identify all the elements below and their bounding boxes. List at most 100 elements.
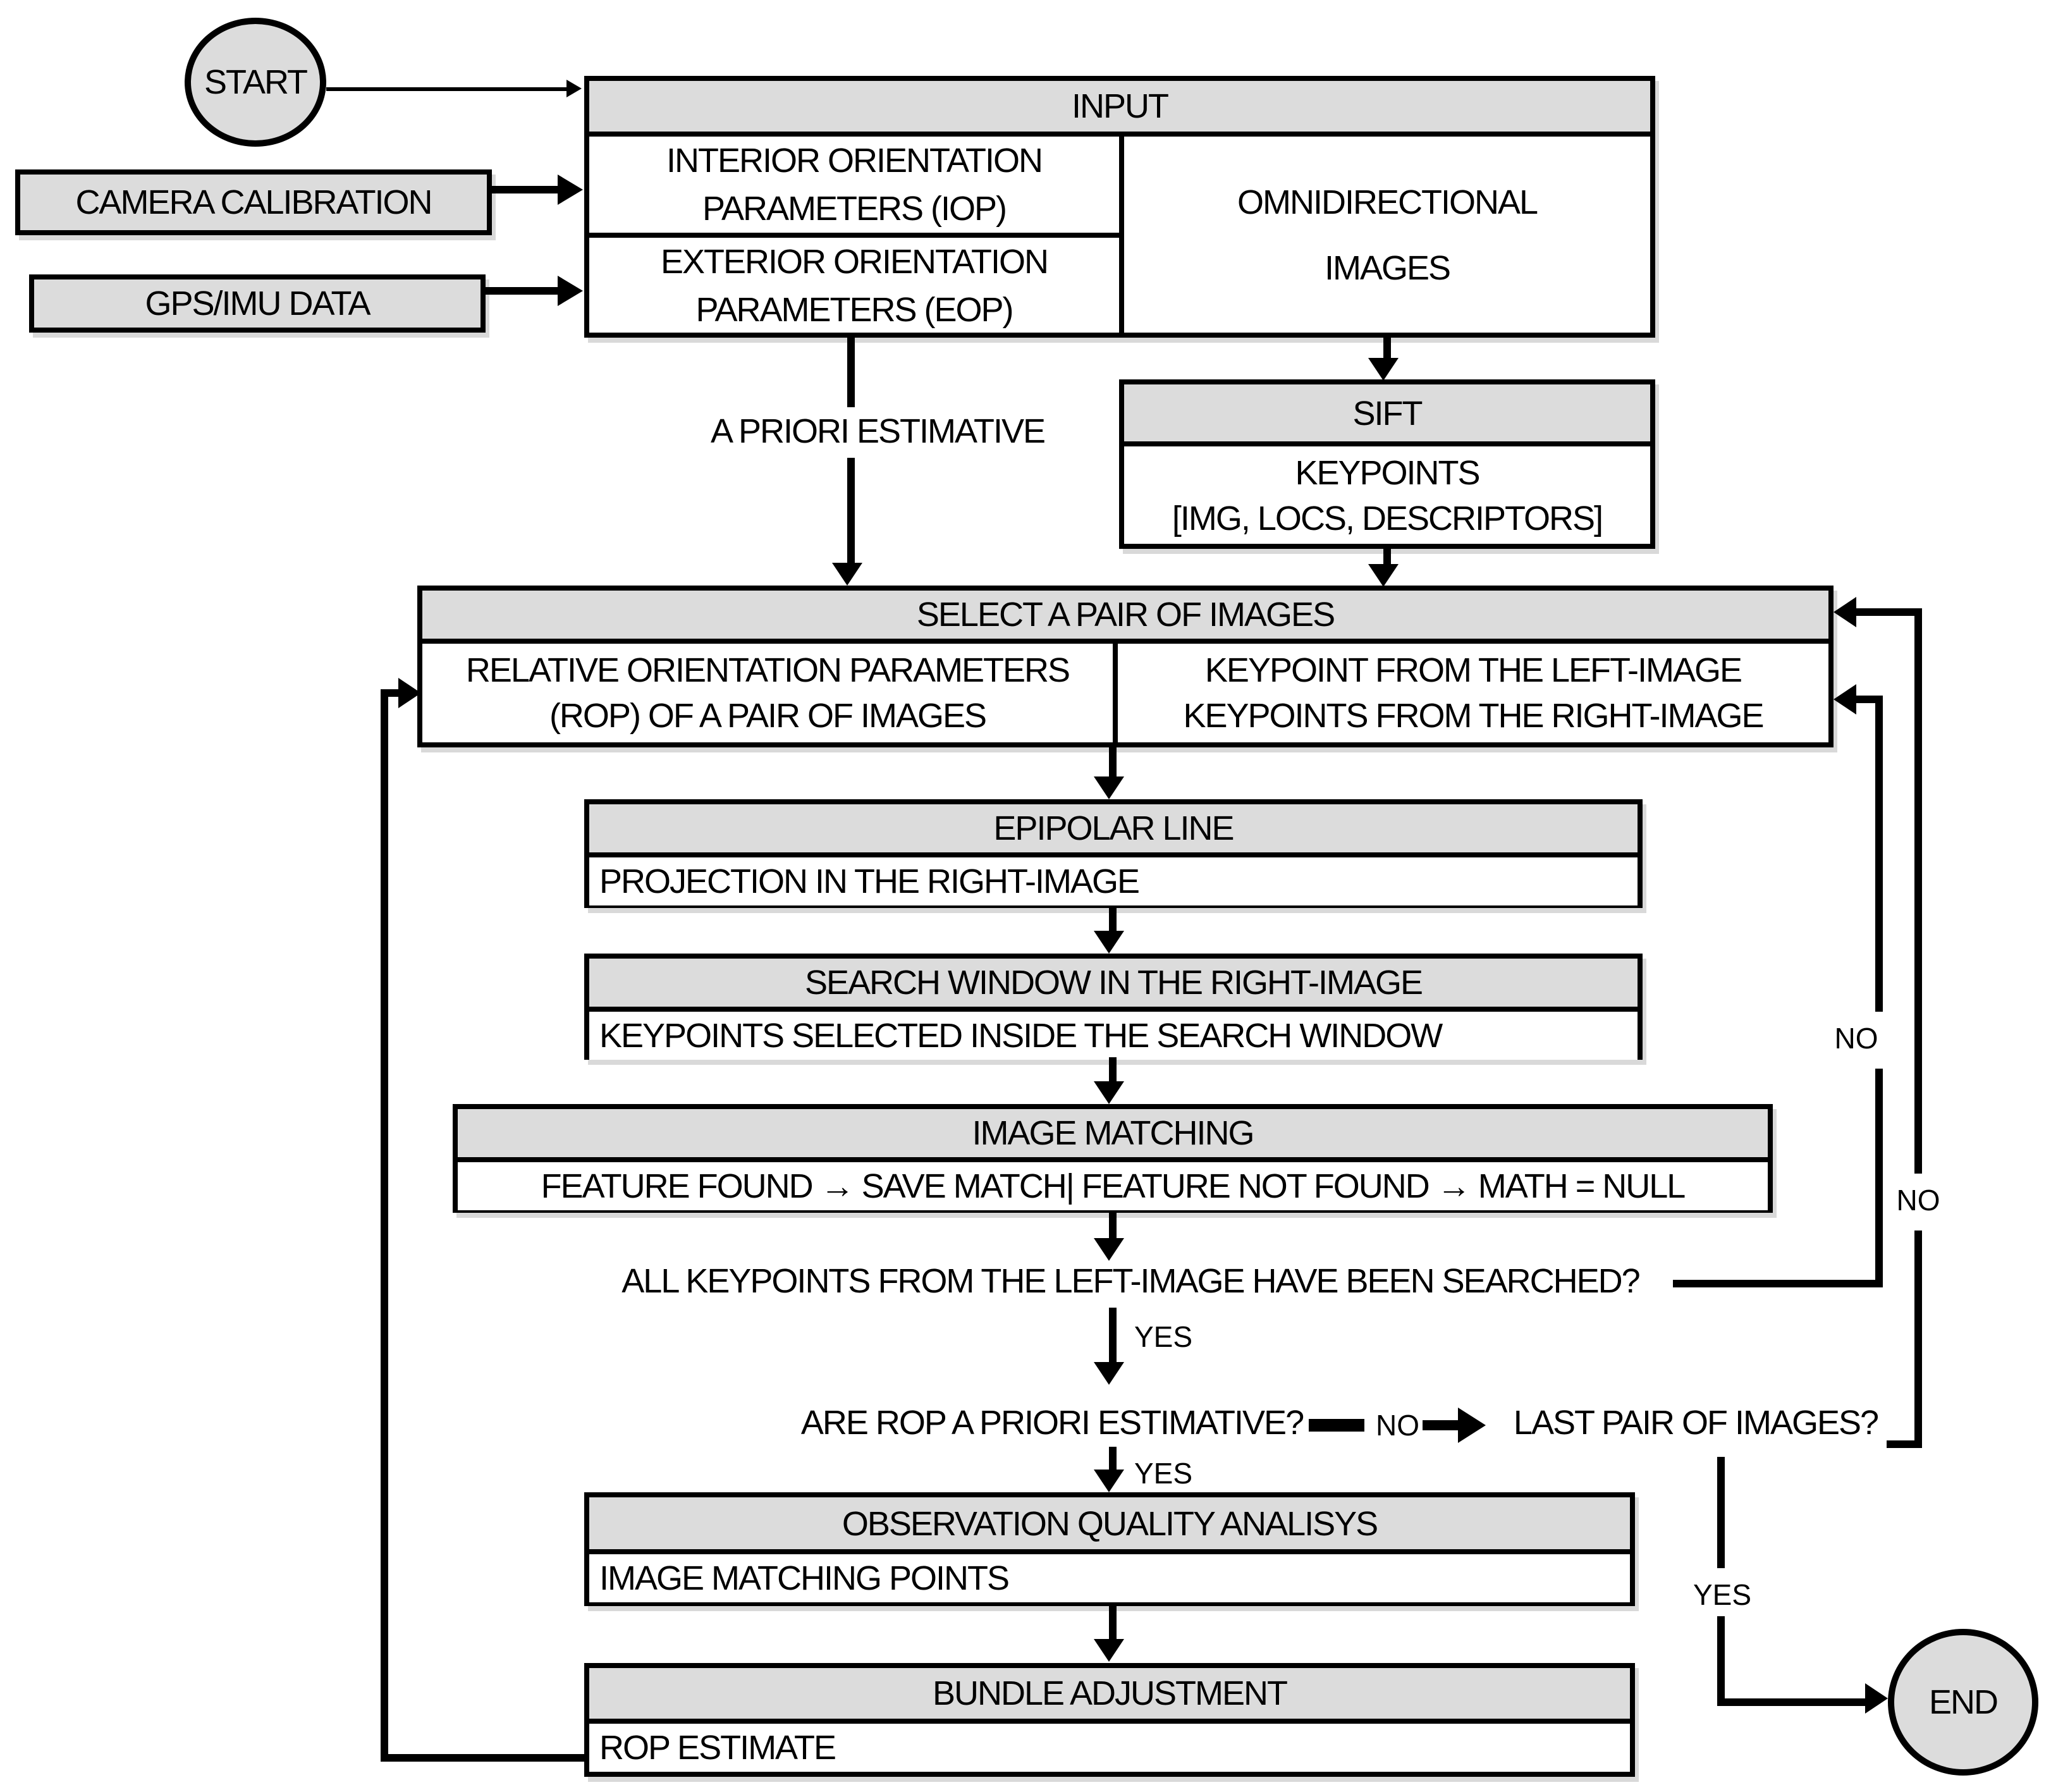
yes-label-1: YES <box>1129 1320 1198 1354</box>
camera-to-input-arrowhead-icon <box>558 175 583 205</box>
epipolar-body-label: PROJECTION IN THE RIGHT-IMAGE <box>599 862 1140 900</box>
image-matching-body: FEATURE FOUND → SAVE MATCH| FEATURE NOT … <box>458 1162 1768 1210</box>
omni-to-sift-arrowhead-icon <box>1368 358 1399 381</box>
epipolar-box: EPIPOLAR LINE PROJECTION IN THE RIGHT-IM… <box>584 799 1643 908</box>
feedback-arrowhead-icon <box>398 678 421 708</box>
eop-line2: PARAMETERS (EOP) <box>695 291 1013 329</box>
yes-label-3: YES <box>1677 1578 1768 1612</box>
bundle-adjustment-box: BUNDLE ADJUSTMENT ROP ESTIMATE <box>584 1663 1635 1777</box>
no-inner-bottom-line <box>1673 1280 1883 1287</box>
no-inline-arrow-line <box>1423 1420 1458 1430</box>
sift-to-select-line <box>1383 546 1391 567</box>
iop-line2: PARAMETERS (IOP) <box>702 190 1007 228</box>
camera-to-input-line <box>492 186 558 193</box>
sift-body-line2: [IMG, LOCS, DESCRIPTORS] <box>1172 499 1603 537</box>
input-box: INPUT INTERIOR ORIENTATION PARAMETERS (I… <box>584 76 1655 338</box>
question-last-pair-of-images: LAST PAIR OF IMAGES? <box>1513 1404 1879 1442</box>
keypoints-line1: KEYPOINT FROM THE LEFT-IMAGE <box>1204 651 1742 689</box>
bundle-adjustment-body: ROP ESTIMATE <box>589 1724 1630 1772</box>
start-to-input-line <box>326 87 566 91</box>
select-pair-box: SELECT A PAIR OF IMAGES RELATIVE ORIENTA… <box>417 586 1834 747</box>
feedback-bottom-line <box>381 1754 584 1762</box>
no-inner-top-line <box>1856 696 1883 703</box>
search-window-body: KEYPOINTS SELECTED INSIDE THE SEARCH WIN… <box>589 1012 1638 1060</box>
yes-label-2: YES <box>1129 1457 1198 1491</box>
search-window-header-label: SEARCH WINDOW IN THE RIGHT-IMAGE <box>804 964 1423 1002</box>
no-inner-arrowhead-icon <box>1834 684 1856 715</box>
camera-calibration-box: CAMERA CALIBRATION <box>15 169 492 235</box>
apriori-estimative-label: A PRIORI ESTIMATIVE <box>703 412 1052 451</box>
rop-line1: RELATIVE ORIENTATION PARAMETERS <box>465 651 1070 689</box>
yes3-horizontal-line <box>1717 1698 1865 1706</box>
end-label: END <box>1928 1683 1999 1721</box>
epipolar-to-search-line <box>1109 905 1117 933</box>
image-matching-box: IMAGE MATCHING FEATURE FOUND → SAVE MATC… <box>453 1104 1773 1213</box>
apriori-arrowhead-icon <box>832 563 862 586</box>
no-label-inner: NO <box>1811 1022 1902 1056</box>
yes2-arrowhead-icon <box>1094 1470 1124 1492</box>
no-label-inline: NO <box>1371 1409 1424 1443</box>
no-label-outer: NO <box>1873 1184 1964 1218</box>
no-inner-vertical-upper <box>1875 696 1883 1012</box>
input-header-label: INPUT <box>1072 87 1169 125</box>
select-to-epipolar-line <box>1109 745 1117 779</box>
input-header: INPUT <box>589 81 1650 137</box>
sift-body: KEYPOINTS [IMG, LOCS, DESCRIPTORS] <box>1124 446 1650 544</box>
rop-line2: (ROP) OF A PAIR OF IMAGES <box>549 697 987 735</box>
select-pair-header-label: SELECT A PAIR OF IMAGES <box>916 596 1335 634</box>
sift-to-select-arrowhead-icon <box>1368 564 1399 587</box>
omni-line2: IMAGES <box>1324 249 1451 287</box>
bundle-adjustment-body-label: ROP ESTIMATE <box>599 1729 836 1767</box>
apriori-line-lower <box>847 458 855 564</box>
sift-header-label: SIFT <box>1352 394 1423 432</box>
bundle-adjustment-header: BUNDLE ADJUSTMENT <box>589 1668 1630 1724</box>
observation-quality-body-label: IMAGE MATCHING POINTS <box>599 1559 1010 1597</box>
observation-to-bundle-arrowhead-icon <box>1094 1639 1124 1662</box>
image-matching-body-label: FEATURE FOUND → SAVE MATCH| FEATURE NOT … <box>541 1167 1686 1205</box>
start-terminal: START <box>185 18 326 147</box>
question-all-keypoints-searched: ALL KEYPOINTS FROM THE LEFT-IMAGE HAVE B… <box>621 1262 1640 1300</box>
matching-to-question1-line <box>1109 1210 1117 1241</box>
search-window-header: SEARCH WINDOW IN THE RIGHT-IMAGE <box>589 959 1638 1012</box>
observation-quality-header: OBSERVATION QUALITY ANALISYS <box>589 1497 1630 1554</box>
epipolar-to-search-arrowhead-icon <box>1094 931 1124 954</box>
search-to-matching-arrowhead-icon <box>1094 1081 1124 1104</box>
rop-cell: RELATIVE ORIENTATION PARAMETERS (ROP) OF… <box>422 644 1118 742</box>
gps-to-input-arrowhead-icon <box>558 276 583 306</box>
start-label: START <box>204 63 308 101</box>
observation-to-bundle-line <box>1109 1604 1117 1642</box>
image-matching-header: IMAGE MATCHING <box>458 1109 1768 1162</box>
sift-header: SIFT <box>1124 384 1650 446</box>
sift-box: SIFT KEYPOINTS [IMG, LOCS, DESCRIPTORS] <box>1119 379 1655 549</box>
select-to-epipolar-arrowhead-icon <box>1094 776 1124 799</box>
observation-quality-box: OBSERVATION QUALITY ANALISYS IMAGE MATCH… <box>584 1492 1635 1606</box>
iop-cell: INTERIOR ORIENTATION PARAMETERS (IOP) <box>589 137 1119 238</box>
question2-dash <box>1309 1419 1364 1432</box>
yes2-line <box>1109 1447 1117 1472</box>
no-outer-vertical-lower <box>1914 1230 1922 1448</box>
yes3-vertical-lower <box>1717 1616 1725 1706</box>
no-outer-arrowhead-icon <box>1834 597 1856 627</box>
omnidirectional-cell: OMNIDIRECTIONAL IMAGES <box>1124 137 1650 334</box>
yes1-line <box>1109 1308 1117 1365</box>
gps-imu-label: GPS/IMU DATA <box>145 285 370 322</box>
search-to-matching-line <box>1109 1057 1117 1084</box>
question-are-rop-apriori: ARE ROP A PRIORI ESTIMATIVE? <box>800 1404 1304 1442</box>
start-to-input-arrowhead-icon <box>566 80 582 97</box>
gps-imu-box: GPS/IMU DATA <box>29 274 486 333</box>
end-terminal: END <box>1888 1629 2038 1776</box>
eop-line1: EXTERIOR ORIENTATION <box>660 243 1049 281</box>
no-outer-vertical-upper <box>1914 608 1922 1174</box>
yes3-arrowhead-icon <box>1865 1683 1888 1714</box>
select-pair-header: SELECT A PAIR OF IMAGES <box>422 591 1828 644</box>
search-window-box: SEARCH WINDOW IN THE RIGHT-IMAGE KEYPOIN… <box>584 954 1643 1060</box>
no-inner-vertical-lower <box>1875 1069 1883 1287</box>
omni-to-sift-line <box>1383 335 1391 360</box>
no-inline-arrowhead-icon <box>1458 1408 1486 1443</box>
apriori-line-upper <box>847 335 855 407</box>
camera-calibration-label: CAMERA CALIBRATION <box>75 183 432 221</box>
yes3-vertical-upper <box>1717 1457 1725 1568</box>
bundle-adjustment-header-label: BUNDLE ADJUSTMENT <box>932 1674 1288 1712</box>
feedback-top-stub <box>381 689 398 697</box>
